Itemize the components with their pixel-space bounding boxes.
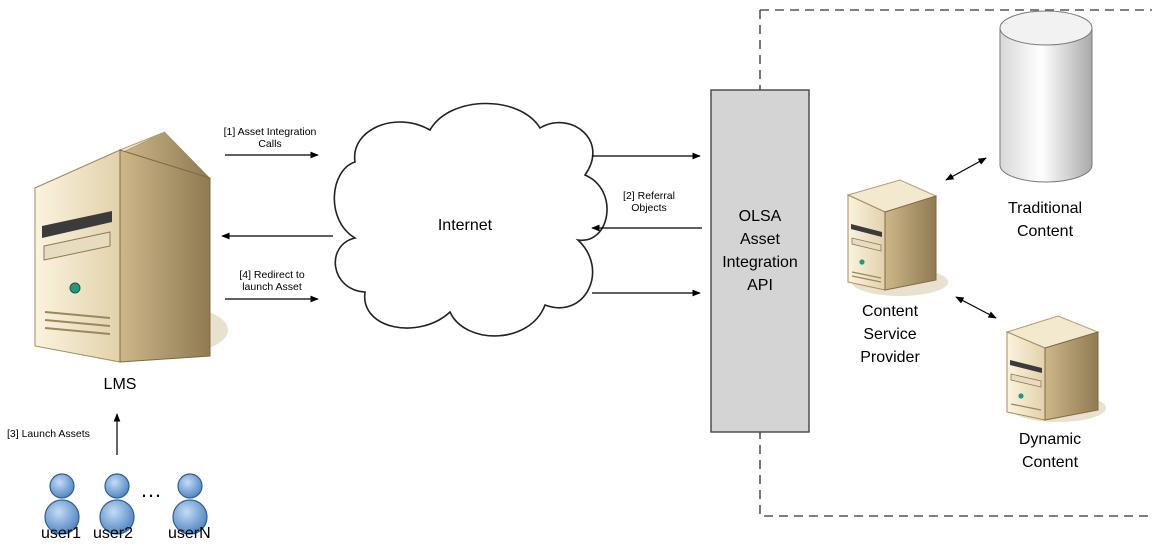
traditional-content-label: Traditional Content (990, 197, 1100, 243)
lms-label: LMS (103, 376, 137, 393)
arrow-csp-dynamic (955, 296, 997, 319)
step1-line2: Calls (258, 138, 282, 150)
user-icon (172, 473, 208, 535)
csp-line3: Provider (860, 349, 920, 366)
step4-line2: launch Asset (242, 281, 302, 293)
arrow-csp-traditional (945, 157, 987, 181)
user-icon (44, 473, 80, 535)
olsa-api-line3: Integration (722, 254, 798, 271)
olsa-api-label: OLSA Asset Integration API (711, 205, 809, 297)
step4-label: [4] Redirect to launch Asset (222, 269, 322, 293)
user2-label: user2 (93, 525, 134, 542)
traditional-line1: Traditional (1007, 200, 1083, 217)
step1-line1: [1] Asset Integration (223, 126, 317, 138)
lms-server-icon (34, 131, 228, 363)
dynamic-line2: Content (1021, 454, 1079, 471)
dynamic-line1: Dynamic (1018, 431, 1082, 448)
traditional-content-database-icon (999, 10, 1093, 183)
dynamic-content-label: Dynamic Content (1000, 428, 1100, 474)
dynamic-content-server-icon (1005, 315, 1106, 422)
step3-label: [3] Launch Assets (7, 428, 90, 440)
userN-label: userN (168, 525, 211, 542)
content-service-provider-server-icon (846, 179, 948, 296)
step2-line1: [2] Referral (623, 190, 675, 202)
step2-label: [2] Referral Objects (604, 190, 694, 214)
step4-line1: [4] Redirect to (239, 269, 305, 281)
internet-cloud (333, 102, 608, 337)
olsa-api-line4: API (747, 277, 773, 294)
users-ellipsis: … (140, 477, 162, 502)
csp-label: Content Service Provider (840, 300, 940, 369)
csp-line2: Service (863, 326, 917, 343)
user-icon (99, 473, 135, 535)
olsa-api-panel (710, 89, 810, 433)
step2-line2: Objects (631, 202, 667, 214)
csp-line1: Content (861, 303, 919, 320)
user1-label: user1 (41, 525, 82, 542)
step1-label: [1] Asset Integration Calls (200, 126, 340, 150)
internet-label: Internet (437, 217, 493, 234)
olsa-api-line2: Asset (739, 231, 780, 248)
traditional-line2: Content (1016, 223, 1074, 240)
olsa-api-line1: OLSA (738, 208, 782, 225)
